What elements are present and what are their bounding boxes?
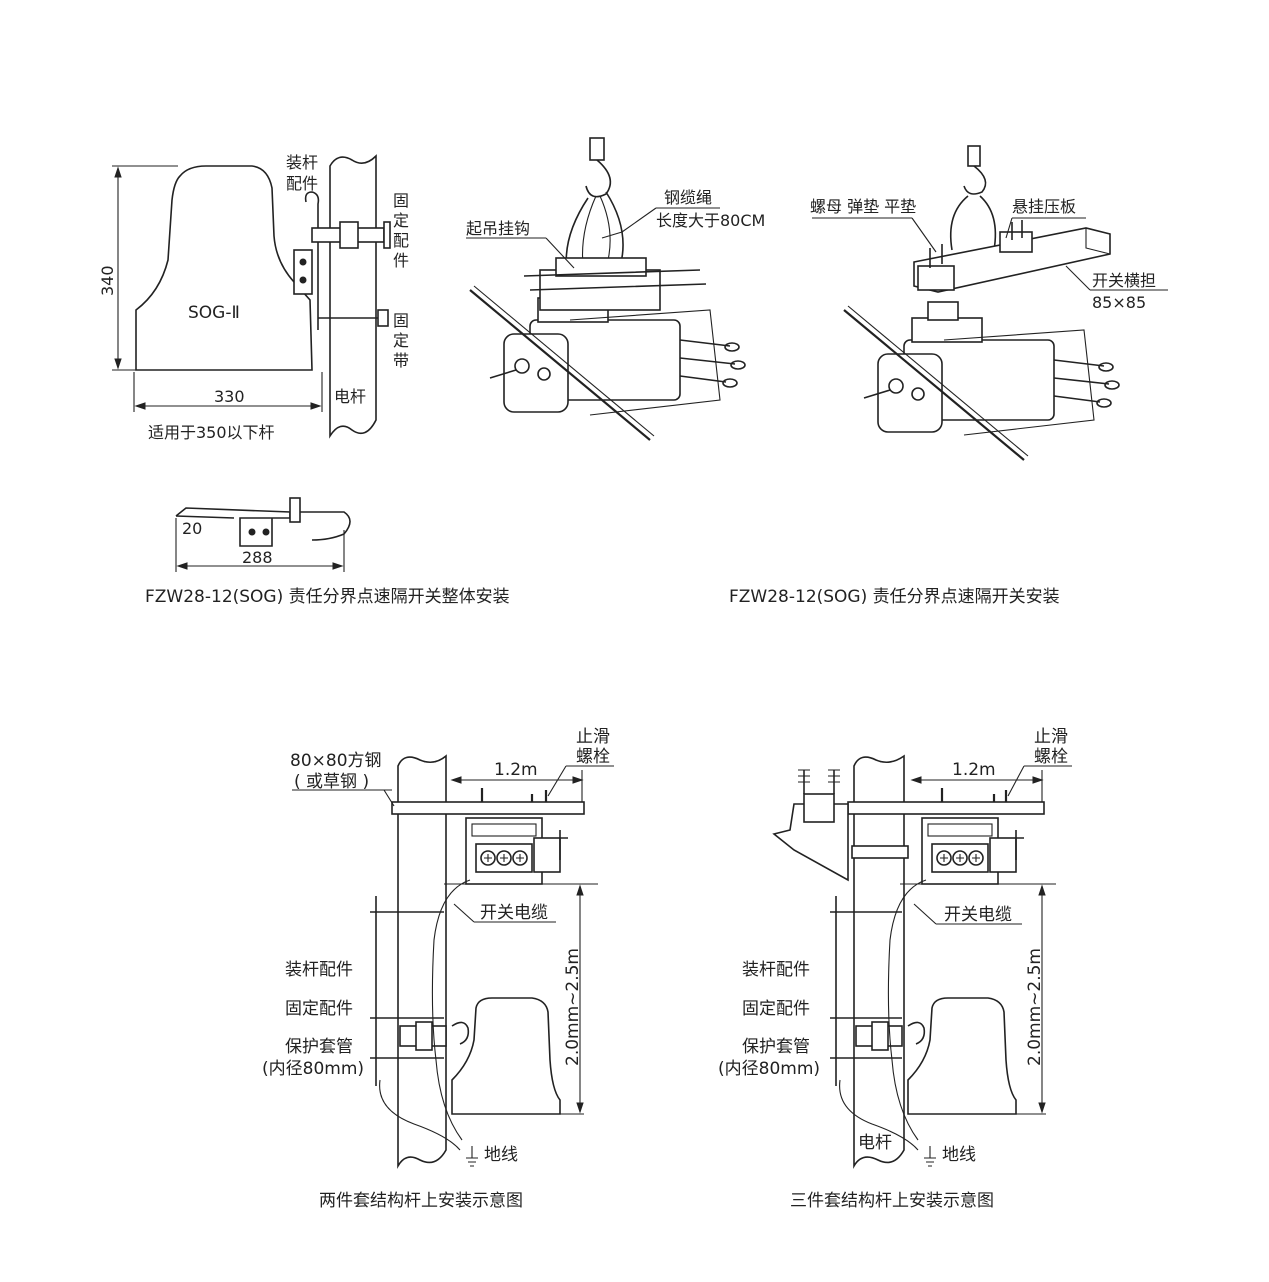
plate-label: 悬挂压板 <box>1012 197 1076 216</box>
sleeve-dia-label: (内径80mm) <box>262 1059 364 1079</box>
pole-fitting-line1: 装杆 <box>286 153 318 172</box>
dim-height-label: 340 <box>98 265 117 296</box>
steel-label: 80×80方钢 <box>290 751 382 771</box>
crossarm-size-label: 85×85 <box>1092 293 1146 312</box>
anti-slip-line1: 止滑 <box>1034 727 1068 747</box>
height-range-label: 2.0mm~2.5m <box>563 948 583 1066</box>
span-label: 1.2m <box>494 760 538 780</box>
rope-length-label: 长度大于80CM <box>656 211 765 230</box>
pole-label: 电杆 <box>858 1133 892 1153</box>
ground-label: 地线 <box>942 1145 976 1165</box>
caption-two-piece: 两件套结构杆上安装示意图 <box>319 1191 523 1211</box>
bracket-dim-small: 20 <box>182 519 202 538</box>
fix-fitting-char4: 件 <box>393 251 409 270</box>
crossarm-label: 开关横担 <box>1092 271 1156 290</box>
three-piece-pole-drawing <box>772 754 1056 1170</box>
sog-outline-drawing <box>112 154 391 439</box>
anti-slip-line1: 止滑 <box>576 727 610 747</box>
crossarm-switch-drawing <box>842 145 1121 462</box>
anti-slip-line2: 螺栓 <box>576 747 610 767</box>
steel-alt-label: ( 或草钢 ) <box>294 772 369 792</box>
fix-band-char2: 定 <box>393 331 409 350</box>
lifting-switch-drawing <box>468 137 747 442</box>
ground-label: 地线 <box>484 1145 518 1165</box>
applicable-note: 适用于350以下杆 <box>148 423 275 442</box>
fix-fitting-label: 固定配件 <box>742 999 810 1019</box>
fix-fitting-char3: 配 <box>393 231 409 250</box>
fix-fitting-char1: 固 <box>393 191 409 210</box>
bracket-drawing <box>175 497 351 572</box>
caption-overall-installation: FZW28-12(SOG) 责任分界点速隔开关整体安装 <box>145 587 510 607</box>
anti-slip-line2: 螺栓 <box>1034 747 1068 767</box>
sleeve-label: 保护套管 <box>285 1037 353 1057</box>
height-range-label: 2.0mm~2.5m <box>1025 948 1045 1066</box>
sleeve-dia-label: (内径80mm) <box>718 1059 820 1079</box>
sleeve-label: 保护套管 <box>742 1037 810 1057</box>
cable-label: 开关电缆 <box>480 903 548 923</box>
hook-label: 起吊挂钩 <box>466 219 530 238</box>
pole-fitting-label: 装杆配件 <box>742 960 810 980</box>
caption-switch-installation: FZW28-12(SOG) 责任分界点速隔开关安装 <box>729 587 1060 607</box>
rope-label: 钢缆绳 <box>664 188 712 207</box>
nut-washer-label: 螺母 弹垫 平垫 <box>810 197 916 216</box>
model-label: SOG-Ⅱ <box>188 303 240 323</box>
caption-three-piece: 三件套结构杆上安装示意图 <box>790 1191 994 1211</box>
fix-band-char1: 固 <box>393 311 409 330</box>
bracket-dim-length: 288 <box>242 548 273 567</box>
pole-label: 电杆 <box>334 387 366 406</box>
two-piece-pole-drawing <box>370 754 598 1170</box>
span-label: 1.2m <box>952 760 996 780</box>
fix-fitting-label: 固定配件 <box>285 999 353 1019</box>
fix-fitting-char2: 定 <box>393 211 409 230</box>
fix-band-char3: 带 <box>393 351 409 370</box>
cable-label: 开关电缆 <box>944 905 1012 925</box>
pole-fitting-line2: 配件 <box>286 174 318 193</box>
dim-width-label: 330 <box>214 387 245 406</box>
pole-fitting-label: 装杆配件 <box>285 960 353 980</box>
